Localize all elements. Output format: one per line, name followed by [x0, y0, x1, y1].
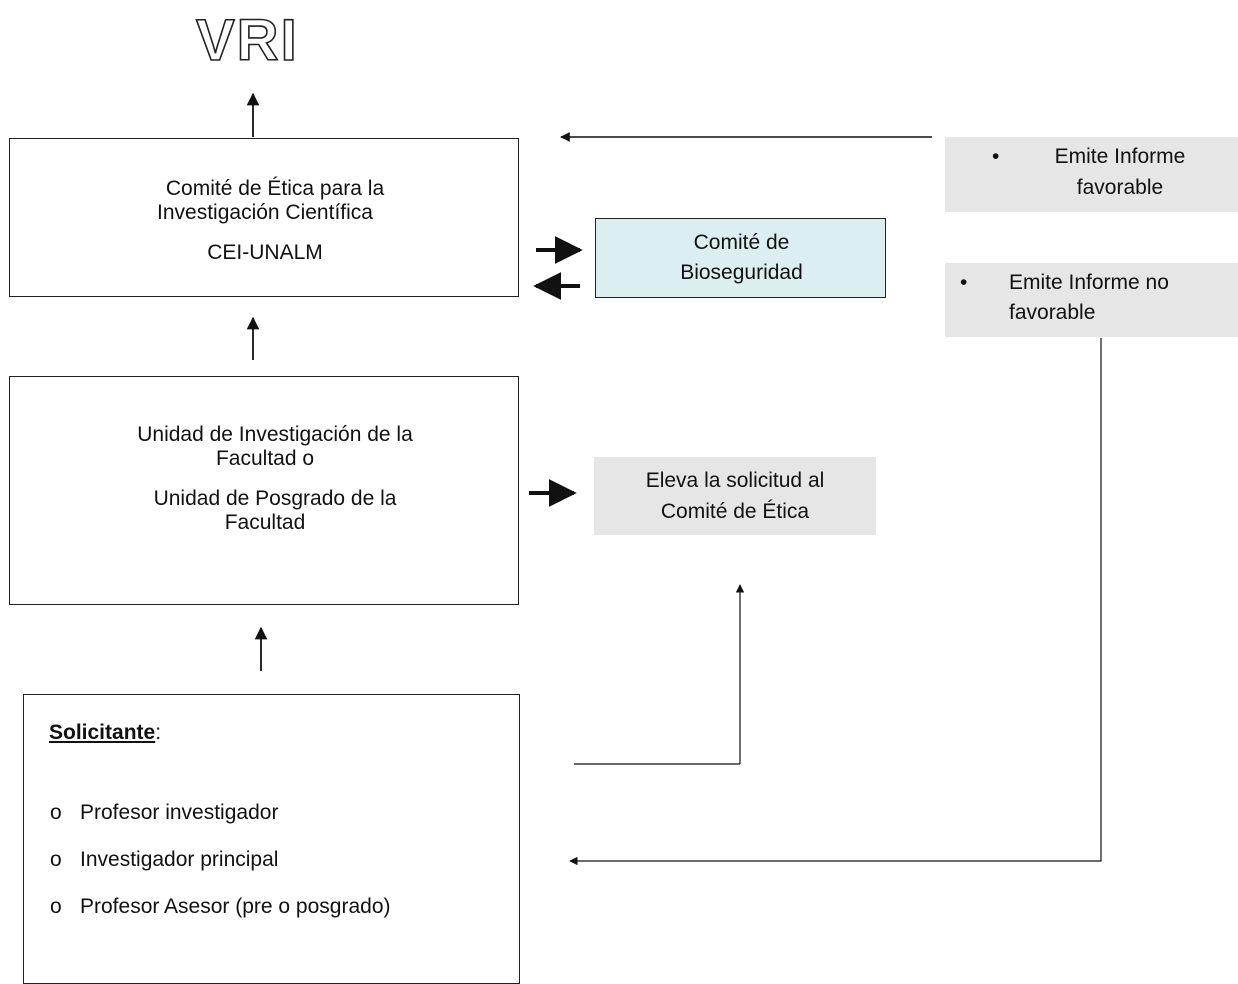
unfavorable-line-1: Emite Informe no — [1009, 271, 1169, 294]
applicant-heading-label: Solicitante — [49, 721, 156, 744]
unit-line-2: Facultad o — [215, 447, 315, 470]
biosafety-line-1: Comité de — [693, 231, 790, 254]
applicant-heading-colon: : — [155, 721, 162, 744]
committee-line-1: Comité de Ética para la — [165, 177, 385, 200]
unfavorable-line-2: favorable — [1009, 301, 1096, 324]
biosafety-committee-box: Comité de Bioseguridad — [595, 218, 886, 298]
applicant-list-item: o Profesor investigador — [50, 801, 278, 825]
committee-line-3: CEI-UNALM — [207, 241, 323, 264]
biosafety-line-2: Bioseguridad — [680, 261, 803, 284]
unit-line-1: Unidad de Investigación de la — [137, 423, 413, 446]
unfavorable-bullet: • — [960, 271, 968, 294]
committee-line-2: Investigación Científica — [157, 201, 373, 224]
favorable-line-2: favorable — [1076, 176, 1164, 199]
applicant-list-item: o Profesor Asesor (pre o posgrado) — [50, 895, 391, 919]
list-marker: o — [50, 895, 62, 918]
applicant-item-1: Profesor investigador — [80, 801, 279, 824]
unfavorable-report-box: • Emite Informe no favorable — [945, 263, 1238, 337]
vri-title: VRI — [195, 7, 299, 74]
favorable-bullet: • — [992, 145, 1000, 168]
ethics-committee-box: Comité de Ética para la Investigación Ci… — [9, 138, 519, 297]
favorable-report-box: • Emite Informe favorable — [945, 137, 1238, 212]
list-marker: o — [50, 801, 62, 824]
list-marker: o — [50, 848, 62, 871]
elevate-line-2: Comité de Ética — [660, 500, 810, 523]
elevate-line-1: Eleva la solicitud al — [645, 469, 825, 492]
applicant-heading: Solicitante: — [49, 721, 161, 745]
path-unfavorable-to-applicant — [569, 338, 1102, 866]
applicant-item-2: Investigador principal — [80, 848, 279, 871]
favorable-line-1: Emite Informe — [1054, 145, 1186, 168]
elevate-request-box: Eleva la solicitud al Comité de Ética — [594, 457, 876, 535]
applicant-item-3: Profesor Asesor (pre o posgrado) — [80, 895, 391, 918]
unit-line-4: Facultad — [224, 511, 306, 534]
unit-line-3: Unidad de Posgrado de la — [153, 487, 397, 510]
faculty-unit-box: Unidad de Investigación de la Facultad o… — [9, 376, 519, 605]
applicant-list-item: o Investigador principal — [50, 848, 278, 872]
